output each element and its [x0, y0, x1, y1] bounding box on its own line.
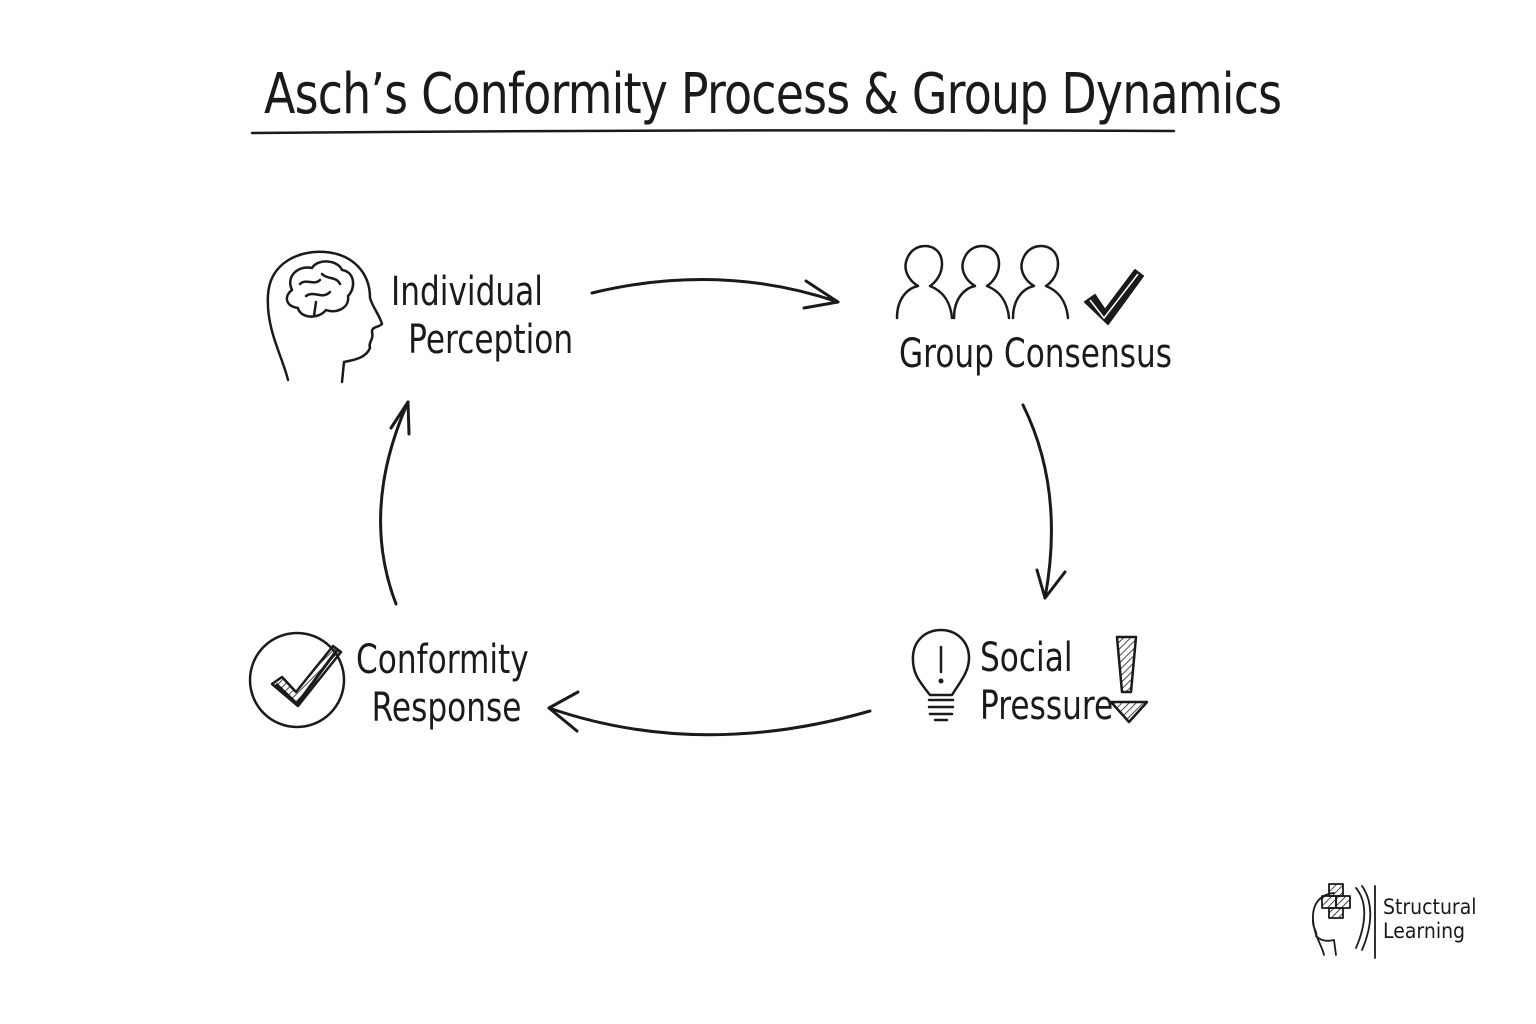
logo-wordmark: Structural Learning	[1383, 895, 1477, 943]
node-social-pressure: Social Pressure	[980, 634, 1113, 730]
checkmark-icon	[1084, 269, 1144, 325]
logo-line1: Structural	[1383, 895, 1477, 919]
lightbulb-exclamation-dot	[938, 678, 944, 684]
arrow-pressure-to-response	[547, 690, 872, 737]
arrow-response-to-perception	[379, 400, 411, 606]
head-brain-icon	[266, 250, 384, 384]
people-group-icon	[895, 244, 1070, 320]
node-conformity-response-line2: Response	[371, 685, 522, 731]
logo-line2: Learning	[1383, 919, 1466, 943]
exclamation-icon	[1109, 635, 1149, 724]
node-individual-perception-line1: Individual	[391, 269, 543, 315]
circle-check-icon	[248, 631, 346, 729]
arrow-consensus-to-pressure	[1021, 403, 1067, 600]
lightbulb-exclamation-icon	[911, 628, 971, 722]
title-underline	[250, 129, 1176, 135]
node-conformity-response: Conformity Response	[356, 636, 529, 732]
node-social-pressure-line1: Social	[980, 635, 1073, 681]
node-individual-perception: Individual Perception	[391, 268, 573, 364]
node-group-consensus: Group Consensus	[899, 330, 1172, 378]
node-social-pressure-line2: Pressure	[980, 683, 1114, 729]
checkmark-highlight	[1089, 273, 1139, 320]
head-puzzle-logo-icon	[1312, 883, 1376, 959]
node-conformity-response-line1: Conformity	[356, 637, 529, 683]
node-group-consensus-line1: Group Consensus	[899, 331, 1173, 377]
diagram-title: Asch’s Conformity Process & Group Dynami…	[264, 62, 1282, 127]
arrow-perception-to-consensus	[590, 277, 840, 310]
node-individual-perception-line2: Perception	[408, 317, 574, 363]
